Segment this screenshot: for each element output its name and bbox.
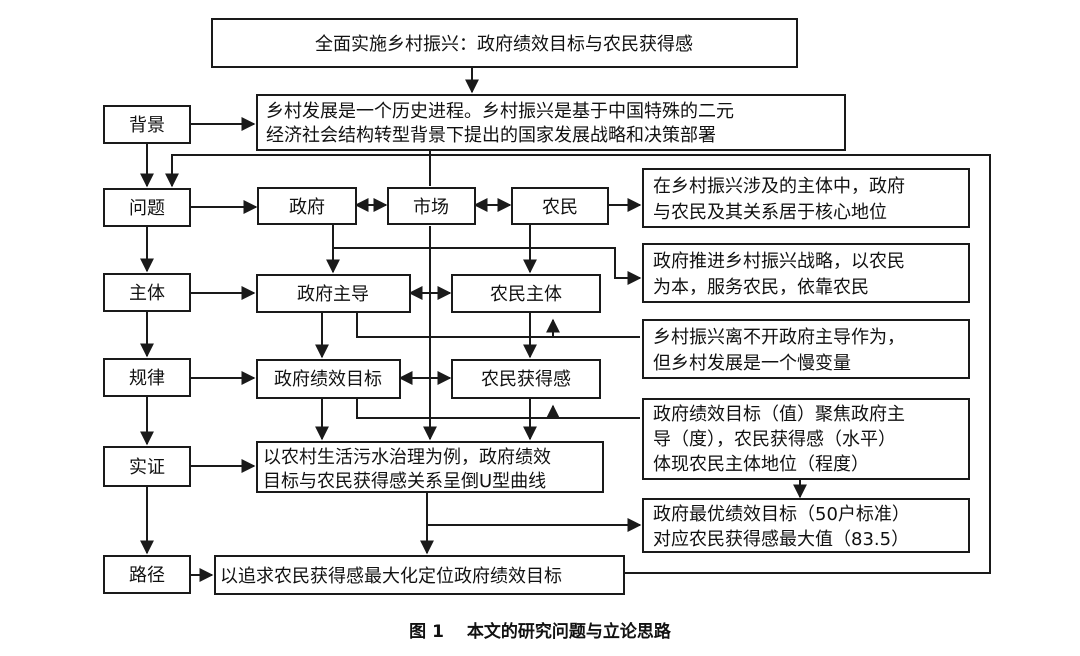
background-description-box: 乡村发展是一个历史进程。乡村振兴是基于中国特殊的二元 经济社会结构转型背景下提出… (256, 94, 846, 151)
node-farmers: 农民 (511, 187, 609, 225)
title-box: 全面实施乡村振兴：政府绩效目标与农民获得感 (211, 18, 798, 68)
label-farmer-sense-of-gain: 农民获得感 (481, 369, 571, 390)
label-path: 路径 (129, 565, 165, 586)
label-government-performance-target: 政府绩效目标 (274, 369, 382, 390)
node-market: 市场 (387, 187, 476, 225)
diagram-title: 全面实施乡村振兴：政府绩效目标与农民获得感 (315, 34, 693, 55)
note-core-subjects-line2: 与农民及其关系居于核心地位 (653, 202, 887, 223)
figure-caption: 图 1 本文的研究问题与立论思路 (409, 621, 672, 642)
node-farmer-subject: 农民主体 (451, 274, 601, 313)
node-farmer-sense-of-gain: 农民获得感 (451, 359, 601, 399)
node-subject: 主体 (103, 273, 191, 312)
note-slow-variable-line1: 乡村振兴离不开政府主导作为， (653, 327, 905, 348)
label-subject: 主体 (129, 283, 165, 304)
path-description-box: 以追求农民获得感最大化定位政府绩效目标 (214, 555, 625, 595)
note-farmer-oriented-line1: 政府推进乡村振兴战略，以农民 (653, 251, 905, 272)
evidence-description-line2: 目标与农民获得感关系呈倒U型曲线 (263, 471, 546, 492)
note-target-focus-line2: 导（度），农民获得感（水平） (653, 429, 896, 450)
node-path: 路径 (103, 555, 191, 594)
note-farmer-oriented-line2: 为本，服务农民，依靠农民 (653, 277, 869, 298)
note-target-focus: 政府绩效目标（值）聚焦政府主 导（度），农民获得感（水平） 体现农民主体地位（程… (642, 398, 970, 480)
note-core-subjects-line1: 在乡村振兴涉及的主体中，政府 (653, 176, 905, 197)
label-evidence: 实证 (129, 457, 165, 478)
path-description: 以追求农民获得感最大化定位政府绩效目标 (220, 566, 562, 587)
background-description-line2: 经济社会结构转型背景下提出的国家发展战略和决策部署 (266, 125, 716, 146)
label-market: 市场 (413, 197, 449, 218)
note-optimal-target: 政府最优绩效目标（50户标准） 对应农民获得感最大值（83.5） (642, 498, 970, 553)
evidence-description-box: 以农村生活污水治理为例，政府绩效 目标与农民获得感关系呈倒U型曲线 (256, 441, 604, 493)
note-target-focus-line3: 体现农民主体地位（程度） (653, 454, 869, 475)
node-question: 问题 (103, 188, 191, 227)
label-farmer-subject: 农民主体 (490, 284, 562, 305)
label-question: 问题 (129, 198, 165, 219)
node-evidence: 实证 (103, 446, 191, 487)
note-slow-variable-line2: 但乡村发展是一个慢变量 (653, 353, 851, 374)
node-background: 背景 (103, 105, 191, 144)
note-slow-variable: 乡村振兴离不开政府主导作为， 但乡村发展是一个慢变量 (642, 319, 970, 379)
node-government-lead: 政府主导 (256, 274, 411, 313)
label-rule: 规律 (129, 368, 165, 389)
note-farmer-oriented: 政府推进乡村振兴战略，以农民 为本，服务农民，依靠农民 (642, 243, 970, 303)
evidence-description-line1: 以农村生活污水治理为例，政府绩效 (263, 447, 551, 468)
node-rule: 规律 (103, 358, 191, 397)
note-optimal-target-line1: 政府最优绩效目标（50户标准） (653, 504, 910, 525)
note-optimal-target-line2: 对应农民获得感最大值（83.5） (653, 529, 909, 550)
node-government-performance-target: 政府绩效目标 (256, 359, 401, 399)
connectors (140, 67, 991, 582)
label-farmers: 农民 (542, 197, 578, 218)
background-description-line1: 乡村发展是一个历史进程。乡村振兴是基于中国特殊的二元 (266, 101, 734, 122)
label-government-lead: 政府主导 (297, 284, 369, 305)
note-target-focus-line1: 政府绩效目标（值）聚焦政府主 (653, 404, 905, 425)
note-core-subjects: 在乡村振兴涉及的主体中，政府 与农民及其关系居于核心地位 (642, 168, 970, 228)
node-government: 政府 (257, 187, 357, 225)
label-background: 背景 (129, 115, 165, 136)
label-government: 政府 (289, 197, 325, 218)
